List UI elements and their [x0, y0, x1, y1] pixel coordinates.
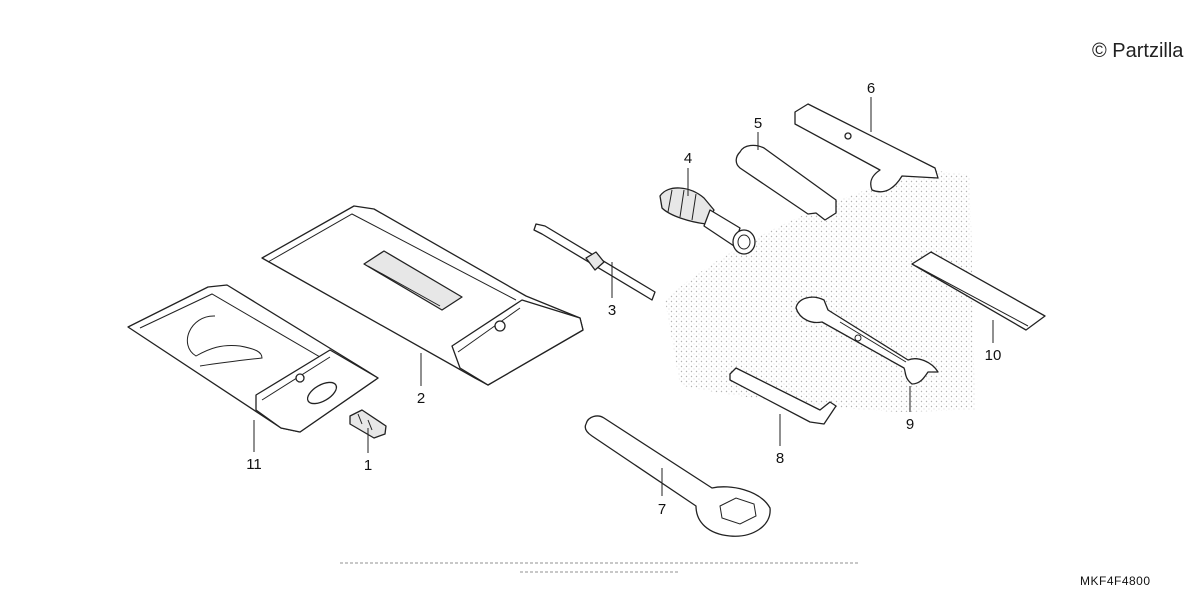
callout-8[interactable]: 8 — [776, 450, 784, 467]
callout-2[interactable]: 2 — [417, 390, 425, 407]
watermark-pattern — [665, 170, 975, 412]
part-7-ring-spanner[interactable] — [584, 415, 771, 537]
callout-1[interactable]: 1 — [364, 457, 372, 474]
part-5-flat-plate[interactable] — [735, 144, 837, 221]
callout-3[interactable]: 3 — [608, 302, 616, 319]
part-10-flat-plate[interactable] — [911, 251, 1046, 331]
part-1-clip[interactable] — [349, 409, 387, 439]
callout-4[interactable]: 4 — [684, 150, 692, 167]
diagram-code: MKF4F4800 — [1080, 574, 1151, 588]
copyright-text: © Partzilla — [1092, 40, 1184, 62]
callout-5[interactable]: 5 — [754, 115, 762, 132]
part-9-open-end-wrench[interactable] — [795, 296, 939, 385]
callout-11[interactable]: 11 — [246, 456, 262, 473]
callout-10[interactable]: 10 — [985, 347, 1002, 364]
callout-9[interactable]: 9 — [906, 416, 914, 433]
part-6-pin-spanner[interactable] — [794, 103, 939, 193]
callout-6[interactable]: 6 — [867, 80, 875, 97]
part-3-screwdriver-bit[interactable] — [533, 223, 656, 301]
callout-7[interactable]: 7 — [658, 501, 666, 518]
part-2-tool-bag[interactable] — [261, 205, 584, 386]
part-11-tool-bag[interactable] — [127, 284, 379, 433]
part-8-hex-key[interactable] — [729, 367, 837, 425]
part-4-screwdriver-handle[interactable] — [659, 187, 756, 255]
